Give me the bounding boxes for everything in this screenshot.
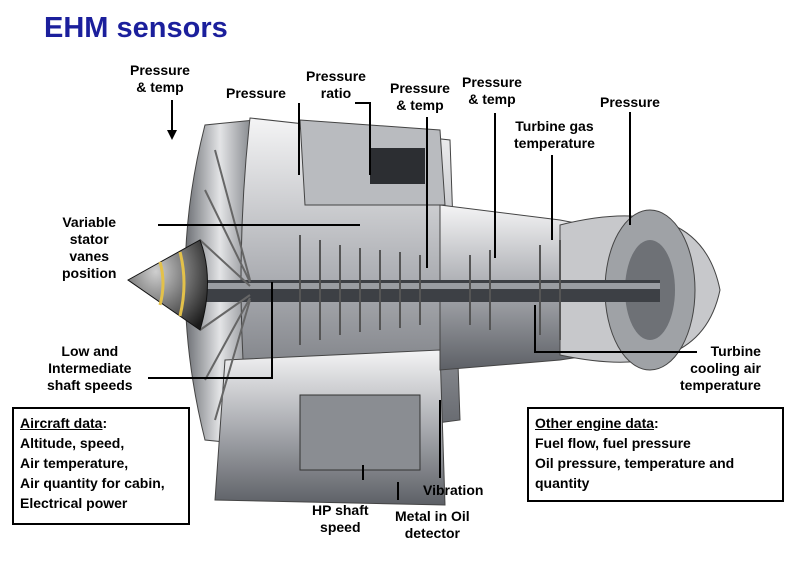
engine-data-line: quantity [535, 475, 590, 491]
aircraft-data-line: Air temperature, [20, 455, 129, 471]
engine-data-box: Other engine data: Fuel flow, fuel press… [527, 407, 784, 502]
engine-data-line: Fuel flow, fuel pressure [535, 435, 691, 451]
page-title: EHM sensors [44, 12, 228, 44]
label-vibration: Vibration [423, 482, 484, 498]
label-pressure-temp-inlet: Pressure& temp [130, 62, 190, 95]
engine-body [127, 117, 721, 506]
aircraft-data-heading: Aircraft data [20, 415, 103, 431]
leader-lines [148, 100, 697, 500]
aircraft-data-line: Altitude, speed, [20, 435, 125, 451]
label-pressure-temp-combustor: Pressure& temp [462, 74, 522, 107]
label-pressure-fan: Pressure [226, 85, 286, 101]
engine-data-line: Oil pressure, temperature and [535, 455, 735, 471]
aircraft-data-line: Air quantity for cabin, [20, 475, 165, 491]
label-pressure-exhaust: Pressure [600, 94, 660, 110]
label-pressure-temp-hpc: Pressure& temp [390, 80, 450, 113]
aircraft-data-line: Electrical power [20, 495, 128, 511]
aircraft-data-box: Aircraft data: Altitude, speed, Air temp… [12, 407, 190, 525]
engine-data-heading: Other engine data [535, 415, 655, 431]
